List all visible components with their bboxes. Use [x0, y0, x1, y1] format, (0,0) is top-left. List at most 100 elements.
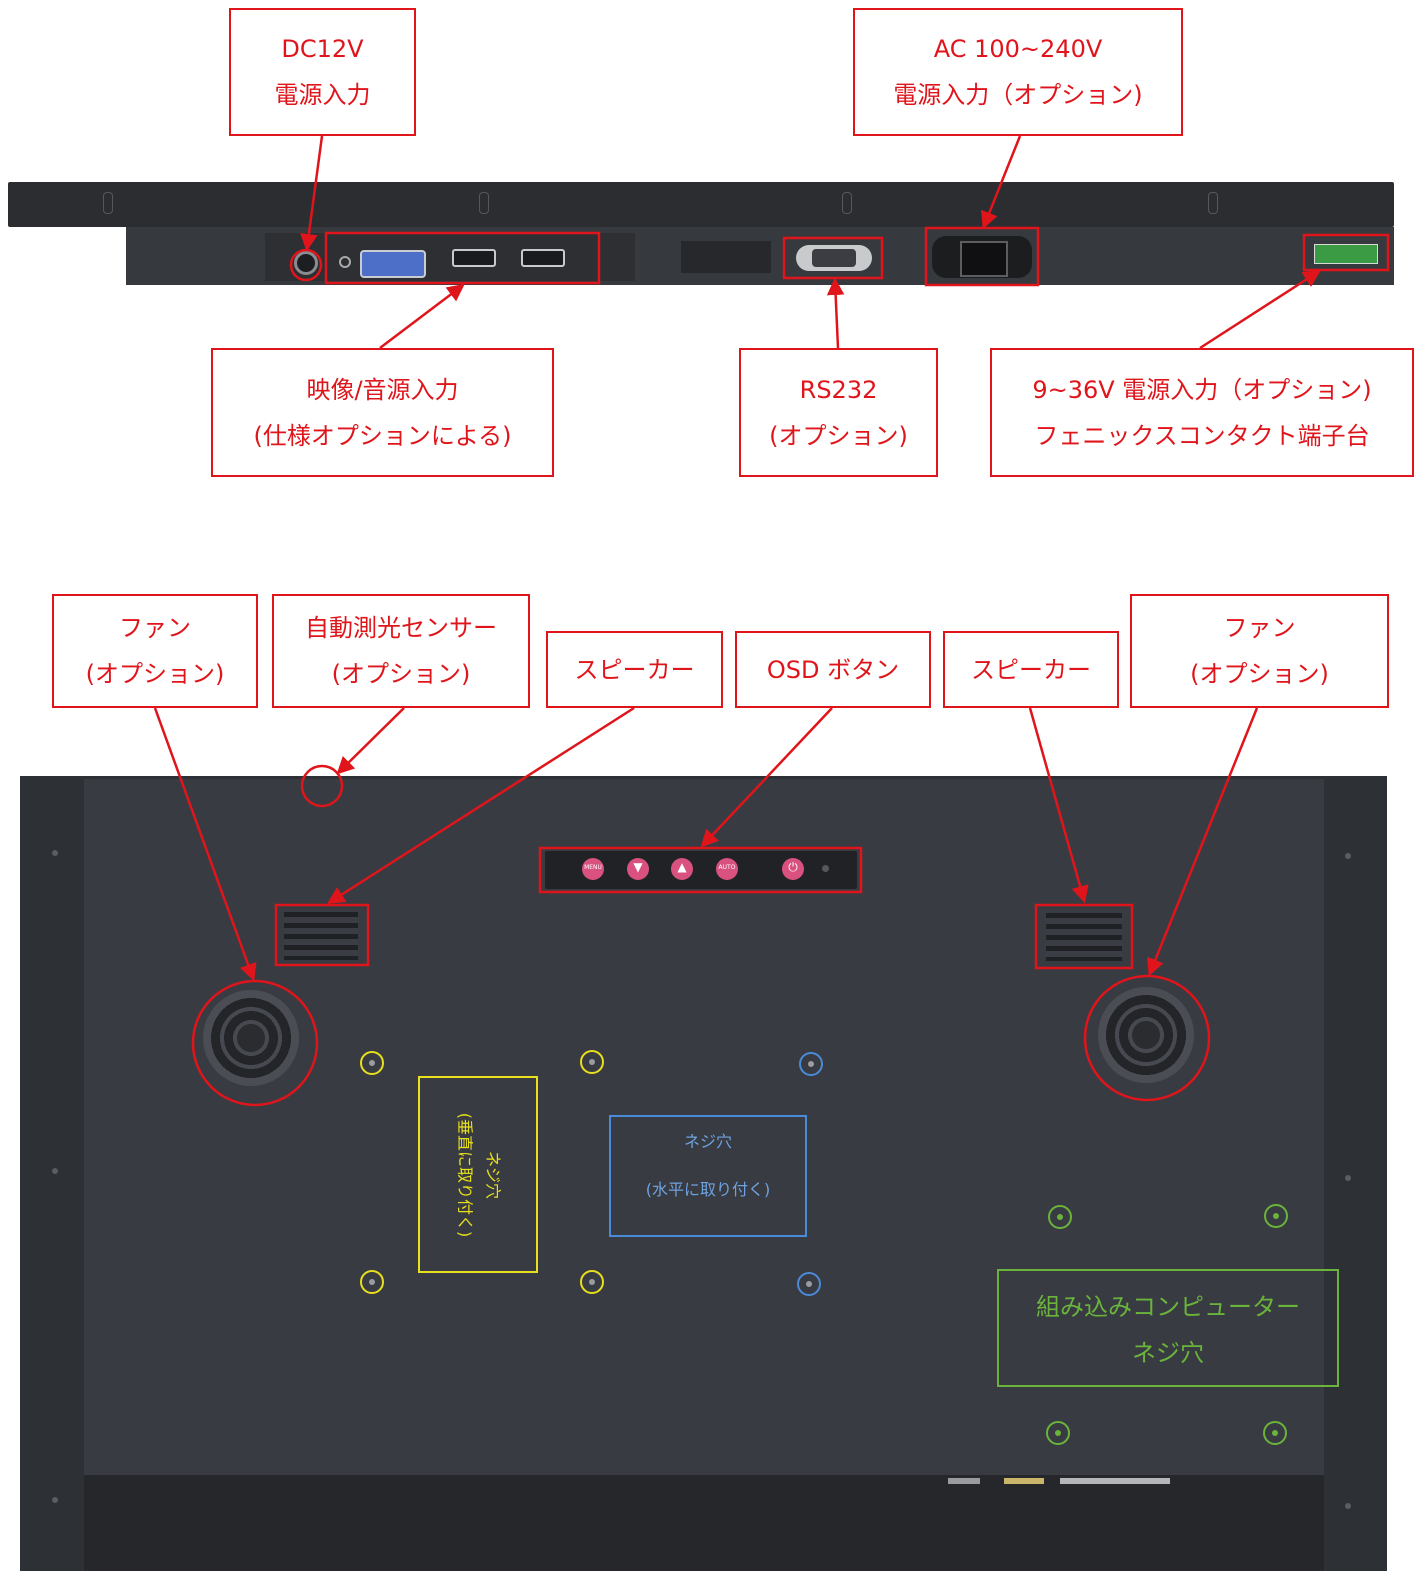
phoenix-arrow — [1199, 270, 1321, 350]
osd-key-up-label: ▲ — [677, 860, 687, 874]
av-input-label-line1: 映像/音源入力 — [306, 375, 459, 404]
vertical-mount-line1: ネジ穴 — [483, 1150, 502, 1199]
dc-9-36v-label-line1: 9~36V 電源入力（オプション) — [1032, 375, 1372, 404]
fan-right — [1098, 987, 1194, 1083]
dc-9-36v-label-line2: フェニックスコンタクト端子台 — [1034, 421, 1370, 450]
ac-input-label-line1: AC 100~240V — [933, 35, 1103, 63]
dc12v-label: DC12V 電源入力 — [229, 8, 416, 136]
speaker-grille-right — [1046, 913, 1122, 961]
bezel-screw — [1208, 192, 1218, 214]
fan-left-highlight — [191, 979, 319, 1107]
dc12v-label-line2: 電源入力 — [274, 81, 371, 109]
ac-arrow — [981, 135, 1022, 230]
fan-left-arrow — [153, 707, 257, 982]
light-sensor-highlight — [300, 764, 344, 808]
dc12v-label-line1: DC12V — [281, 35, 364, 63]
light-sensor-label-line1: 自動測光センサー — [305, 614, 497, 642]
fan-right-label-line2: (オプション) — [1190, 660, 1329, 688]
computer-mount-text: 組み込みコンピューター ネジ穴 — [1000, 1284, 1336, 1376]
vertical-mount-hole — [580, 1270, 604, 1294]
speaker-left-label: スピーカー — [546, 631, 723, 708]
computer-mount-hole — [1264, 1204, 1288, 1228]
frame-screw — [52, 1497, 58, 1503]
horizontal-mount-line1: ネジ穴 — [683, 1132, 732, 1151]
hdmi-port — [521, 249, 565, 267]
speaker-left-label-text: スピーカー — [574, 655, 695, 684]
bezel-screw — [842, 192, 852, 214]
blank-plate — [681, 241, 771, 273]
horizontal-mount-box — [609, 1115, 807, 1237]
osd-key-auto-label: AUTO — [718, 864, 736, 871]
horizontal-mount-line2: (水平に取り付く) — [645, 1180, 771, 1199]
fan-left-label: ファン (オプション) — [52, 594, 258, 708]
bottom-connector — [1004, 1478, 1044, 1484]
computer-mount-hole — [1263, 1421, 1287, 1445]
dc-jack-highlight — [289, 248, 323, 282]
osd-highlight — [538, 846, 863, 894]
light-sensor-label-line2: (オプション) — [331, 660, 471, 688]
small-led — [339, 256, 351, 268]
dc-9-36v-label: 9~36V 電源入力（オプション) フェニックスコンタクト端子台 — [990, 348, 1414, 477]
osd-key-power-label: ⏻ — [788, 860, 798, 874]
ac-highlight — [924, 226, 1040, 287]
frame-screw — [1345, 1175, 1351, 1181]
speaker-grille-left — [284, 912, 358, 960]
fan-right-highlight — [1083, 974, 1211, 1102]
vertical-mount-line2: (垂直に取り付く) — [455, 1112, 474, 1238]
power-led — [822, 865, 829, 872]
horizontal-mount-text: ネジ穴 (水平に取り付く) — [612, 1130, 804, 1202]
speaker-right-highlight — [1034, 903, 1134, 970]
rs232-label-line2: (オプション) — [769, 421, 908, 450]
computer-mount-hole — [1046, 1421, 1070, 1445]
light-sensor-arrow — [336, 707, 405, 775]
vertical-mount-text: ネジ穴 (垂直に取り付く) — [438, 1100, 518, 1250]
av-input-label-line2: (仕様オプションによる) — [253, 421, 512, 450]
displayport-port — [452, 249, 496, 267]
fan-left-label-line2: (オプション) — [85, 660, 225, 688]
fan-right-label: ファン (オプション) — [1130, 594, 1389, 708]
rs232-label-line1: RS232 — [799, 375, 878, 404]
monitor-back-panel — [84, 779, 1324, 1475]
osd-buttons-label: OSD ボタン — [735, 631, 931, 708]
osd-menu-button[interactable] — [582, 858, 604, 880]
ac-inlet-socket — [960, 241, 1008, 277]
vertical-mount-box — [418, 1076, 538, 1273]
vertical-mount-hole — [580, 1050, 604, 1074]
av-arrow — [379, 283, 465, 349]
vga-port — [360, 250, 426, 278]
phoenix-highlight — [1302, 233, 1390, 272]
rs232-port-body — [812, 249, 856, 267]
light-sensor-label: 自動測光センサー (オプション) — [272, 594, 530, 708]
phoenix-terminal — [1314, 244, 1378, 264]
osd-power-button[interactable] — [782, 858, 804, 880]
vertical-mount-hole — [360, 1051, 384, 1075]
fan-left-label-line1: ファン — [119, 614, 191, 642]
bottom-connector — [948, 1478, 980, 1484]
osd-key-menu-label: MENU — [584, 864, 602, 871]
dc-jack — [294, 251, 318, 275]
osd-auto-button[interactable] — [716, 858, 738, 880]
frame-screw — [52, 850, 58, 856]
monitor-top-bezel — [8, 182, 1394, 227]
horizontal-mount-hole — [797, 1272, 821, 1296]
osd-buttons-label-text: OSD ボタン — [766, 655, 900, 684]
bezel-screw — [103, 192, 113, 214]
osd-down-button[interactable] — [627, 858, 649, 880]
av-input-label: 映像/音源入力 (仕様オプションによる) — [211, 348, 554, 477]
osd-key-down-label: ▼ — [633, 860, 643, 874]
osd-arrow — [700, 707, 833, 848]
fan-left — [203, 990, 299, 1086]
computer-mount-box — [997, 1269, 1339, 1387]
horizontal-mount-hole — [799, 1052, 823, 1076]
computer-mount-line1: 組み込みコンピューター — [1036, 1293, 1300, 1321]
osd-up-button[interactable] — [671, 858, 693, 880]
rs232-arrow — [826, 277, 845, 349]
ac-input-label-line2: 電源入力（オプション) — [893, 81, 1143, 109]
speaker-left-highlight — [274, 903, 370, 967]
dc12v-arrow — [300, 135, 324, 252]
speaker-left-arrow — [327, 706, 635, 904]
computer-mount-line2: ネジ穴 — [1132, 1339, 1204, 1367]
speaker-right-arrow — [1028, 707, 1089, 904]
speaker-right-label: スピーカー — [943, 631, 1119, 708]
bezel-screw — [479, 192, 489, 214]
